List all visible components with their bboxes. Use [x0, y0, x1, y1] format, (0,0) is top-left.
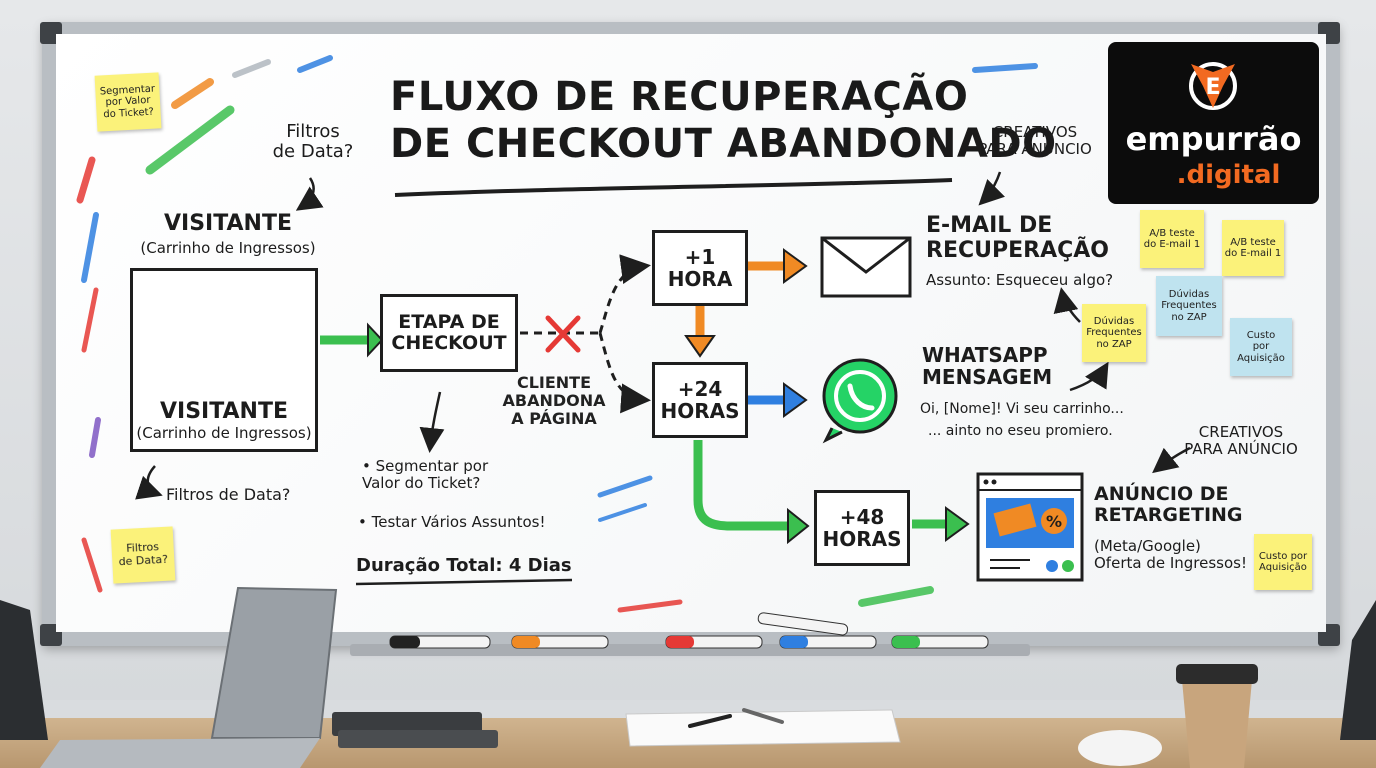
retargeting-ad-title: ANÚNCIO DE RETARGETING [1094, 484, 1243, 527]
sticky-note-segment: Segmentar por Valor do Ticket? [95, 72, 162, 131]
browser-ad-icon: % [978, 474, 1082, 580]
arrow-24h-to-48h [698, 440, 792, 526]
whatsapp-title: WHATSAPP MENSAGEM [922, 344, 1052, 389]
visitor-title-top: VISITANTE [128, 212, 328, 237]
filters-below-visitor: Filtros de Data? [166, 486, 290, 504]
title-line-1: FLUXO DE RECUPERAÇÃO [390, 74, 960, 121]
markers [390, 612, 988, 648]
whatsapp-message-2: ... ainto no eseu promiero. [928, 424, 1113, 440]
logo-emblem-icon: E [1183, 56, 1243, 112]
diagram-title: FLUXO DE RECUPERAÇÃO DE CHECKOUT ABANDON… [390, 74, 960, 168]
title-underline [395, 180, 952, 195]
one-hour-box: +1 HORA [652, 230, 748, 306]
whatsapp-icon [824, 360, 896, 440]
envelope-icon [822, 238, 910, 296]
svg-text:E: E [1205, 75, 1220, 100]
creativos-top: CREATIVOS PARA ANÚNCIO [970, 124, 1100, 158]
dashed-arrow-up [600, 266, 645, 333]
bullet-segment: • Segmentar por Valor do Ticket? [362, 458, 488, 492]
creativos-bottom: CREATIVOS PARA ANÚNCIO [1172, 424, 1310, 458]
coffee-cup [1078, 664, 1258, 768]
email-recovery-title: E-MAIL DE RECUPERAÇÃO [926, 214, 1109, 263]
sticky-note-cost-blue: Custo por Aquisição [1230, 318, 1292, 376]
twenty-four-hours-box: +24 HORAS [652, 362, 748, 438]
notebooks [332, 710, 900, 748]
forty-eight-hours-box: +48 HORAS [814, 490, 910, 566]
sticky-note-cost-yellow: Custo por Aquisição [1254, 534, 1312, 590]
empurrao-digital-logo: E empurrão .digital [1108, 42, 1319, 204]
sticky-note-faq-blue: Dúvidas Frequentes no ZAP [1156, 276, 1222, 336]
bullet-test: • Testar Vários Assuntos! [358, 514, 545, 531]
visitor-title-inner: VISITANTE [136, 400, 311, 424]
email-subject: Assunto: Esqueceu algo? [926, 272, 1113, 289]
sticky-note-filters: Filtros de Data? [111, 526, 176, 583]
visitor-subtitle-inner: (Carrinho de Ingressos) [136, 425, 311, 442]
sticky-note-ab-test-2: A/B teste do E-mail 1 [1222, 220, 1284, 276]
svg-text:%: % [1046, 512, 1062, 531]
logo-word-2: .digital [1108, 160, 1319, 190]
visitor-box: VISITANTE (Carrinho de Ingressos) [130, 268, 318, 452]
client-abandons-text: CLIENTE ABANDONA A PÁGINA [494, 374, 614, 428]
whatsapp-message-1: Oi, [Nome]! Vi seu carrinho... [920, 402, 1124, 418]
sticky-note-faq-yellow: Dúvidas Frequentes no ZAP [1082, 304, 1146, 362]
laptop [40, 588, 336, 768]
visitor-subtitle-top: (Carrinho de Ingressos) [118, 240, 338, 257]
filters-data-note-top: Filtros de Data? [238, 122, 388, 162]
duration-underline [356, 580, 572, 584]
sticky-note-ab-test-1: A/B teste do E-mail 1 [1140, 210, 1204, 268]
total-duration: Duração Total: 4 Dias [356, 556, 572, 576]
logo-word-1: empurrão [1108, 120, 1319, 158]
checkout-step-box: ETAPA DE CHECKOUT [380, 294, 518, 372]
retargeting-ad-subtitle: (Meta/Google) Oferta de Ingressos! [1094, 538, 1247, 572]
title-line-2: DE CHECKOUT ABANDONADO [390, 121, 960, 168]
